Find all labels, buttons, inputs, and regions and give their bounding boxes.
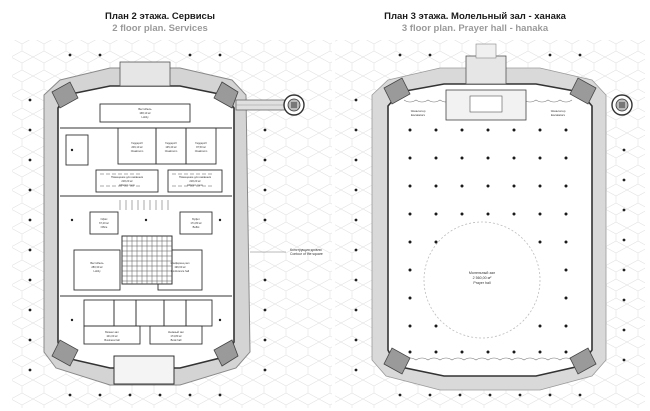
left-service-cells: [100, 173, 212, 210]
left-plan-title: План 2 этажа. Сервисы 2 floor plan. Serv…: [10, 11, 310, 35]
room-area-2: 209,10 м²: [131, 145, 142, 149]
room-label-10: Буфет: [192, 217, 200, 221]
right-plan-title-en: 3 floor plan. Prayer hall - hanaka: [401, 23, 549, 34]
left-annotation-ru: Конструкция кровли: [290, 248, 322, 252]
right-hall-outline: [387, 83, 593, 377]
right-corner-label-2: Эскалатор: [551, 109, 566, 113]
left-atrium-grid: [121, 235, 173, 285]
right-plan-title: План 3 этажа. Молельный зал - ханака 3 f…: [325, 11, 625, 35]
left-room-labels: Вестибюль 168,10 м² Lobby Гардероб 209,1…: [90, 107, 211, 342]
right-corner-label-en: Escalators: [411, 113, 426, 117]
room-area-10: 171,80 м²: [190, 221, 201, 225]
room-en-7: Conference hall: [171, 269, 190, 273]
left-interior-walls: [60, 103, 232, 345]
right-scalloped-edge-bottom: [403, 357, 573, 361]
room-label-11: Бизнес-зал: [105, 330, 119, 334]
prayer-hall-dome-outline: [423, 221, 541, 339]
left-minaret: [283, 94, 305, 116]
room-area-5: 218,20 м²: [121, 179, 132, 183]
right-corner-label-2-en: Escalators: [551, 113, 566, 117]
left-bottom-entrance: [113, 355, 175, 385]
left-plan-title-en: 2 floor plan. Services: [112, 23, 208, 34]
right-corner-label: Эскалатор: [411, 109, 426, 113]
right-top-stair: [475, 43, 497, 59]
right-floor-plan: Эскалатор Escalators Эскалатор Escalator…: [354, 43, 633, 397]
room-en-10: Buffet: [193, 225, 200, 229]
left-bridge: [235, 99, 289, 111]
right-corner-towers: [383, 77, 597, 375]
right-top-portal: [465, 55, 507, 85]
room-area-3: 135,40 м²: [165, 145, 176, 149]
room-label-6: Помещение для омовения: [179, 175, 212, 179]
right-plan-title-ru: План 3 этажа. Молельный зал - ханака: [384, 11, 566, 22]
room-en-6: Ablution room: [187, 183, 203, 187]
room-en-2: Cloakroom: [131, 149, 144, 153]
left-plan-title-ru: План 2 этажа. Сервисы: [105, 11, 215, 22]
left-annotation: Конструкция кровли Contour of the square: [250, 248, 323, 256]
room-label-2: Гардероб: [131, 141, 143, 145]
room-area-7: 196,60 м²: [174, 265, 185, 269]
prayer-hall-name: Молельный зал: [469, 271, 495, 275]
room-en-3: Cloakroom: [165, 149, 178, 153]
room-label-9: Офис: [101, 217, 109, 221]
room-label-5: Помещение для омовения: [111, 175, 144, 179]
left-annotation-en: Contour of the square: [290, 252, 323, 256]
room-en-9: Office: [101, 225, 108, 229]
room-label-3: Гардероб: [165, 141, 177, 145]
left-column-dots: [28, 53, 267, 397]
room-area-6: 218,20 м²: [189, 179, 200, 183]
room-label-8: Вестибюль: [90, 261, 104, 265]
room-en-8: Lobby: [93, 269, 101, 273]
right-minaret: [611, 94, 633, 116]
room-label-12: Книжный зал: [168, 330, 184, 334]
room-label-1: Вестибюль: [138, 107, 152, 111]
right-column-grid: [408, 128, 568, 354]
room-area-12: 174,80 м²: [170, 334, 181, 338]
room-area-9: 67,20 м²: [99, 221, 109, 225]
room-area-8: 280,30 м²: [91, 265, 102, 269]
right-outer-column-dots: [354, 53, 626, 397]
room-area-11: 101,00 м²: [106, 334, 117, 338]
room-en-12: Book hall: [171, 338, 182, 342]
room-label-4: Гардероб: [195, 141, 207, 145]
room-en-1: Lobby: [141, 115, 149, 119]
room-en-11: Business hall: [104, 338, 120, 342]
room-en-5: Ablution room: [119, 183, 135, 187]
left-corner-towers: [51, 81, 239, 367]
room-en-4: Cloakroom: [195, 149, 208, 153]
right-top-gallery: [445, 89, 527, 121]
left-top-portal: [119, 61, 171, 87]
left-floor-plan: Вестибюль 168,10 м² Lobby Гардероб 209,1…: [28, 53, 323, 397]
prayer-hall-en: Prayer hall: [473, 281, 490, 285]
prayer-hall-area: 2 560,00 м²: [473, 276, 492, 280]
room-label-7: Конференц-зал: [171, 261, 190, 265]
room-area-1: 168,10 м²: [139, 111, 150, 115]
room-area-4: 97,50 м²: [196, 145, 206, 149]
